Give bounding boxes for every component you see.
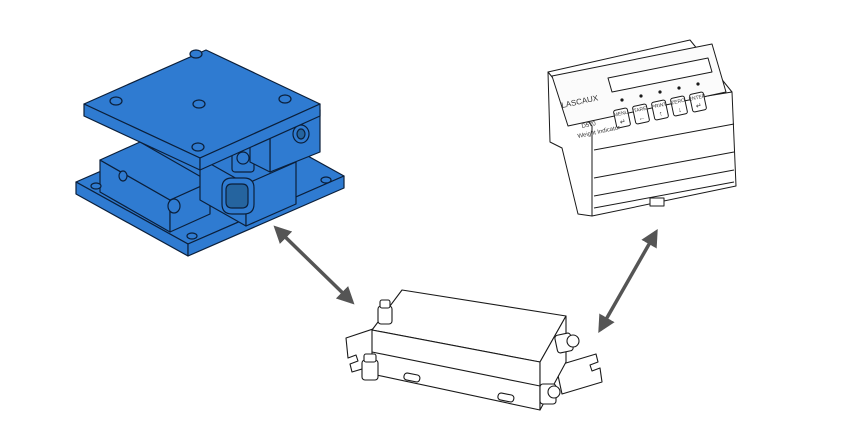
svg-text:←: ← xyxy=(638,114,646,122)
indicator-button-2: TARE ← xyxy=(632,103,650,125)
svg-text:↵: ↵ xyxy=(619,118,626,126)
cable-gland-1 xyxy=(377,299,393,325)
indicator-button-4: ZERO ↓ xyxy=(670,95,688,117)
cable-gland-4 xyxy=(539,383,561,405)
indicator-button-1: MENU ↵ xyxy=(613,107,631,129)
indicator-button-5: ENTER ↵ xyxy=(688,91,707,113)
svg-text:↑: ↑ xyxy=(658,111,663,119)
svg-text:ENTER: ENTER xyxy=(688,93,706,102)
indicator-button-3: PRINT ↑ xyxy=(651,99,669,121)
svg-text:↓: ↓ xyxy=(677,107,682,115)
arrow-loadcell-junction xyxy=(273,225,355,305)
cable-gland-2 xyxy=(361,353,379,381)
svg-text:↵: ↵ xyxy=(695,102,702,110)
load-cell-mount xyxy=(75,49,345,257)
weight-indicator xyxy=(547,39,737,217)
arrow-junction-indicator xyxy=(598,228,658,334)
svg-text:PRINT: PRINT xyxy=(651,102,667,111)
right-flange xyxy=(555,353,603,395)
cable-gland-3 xyxy=(554,332,580,354)
svg-text:MENU: MENU xyxy=(613,110,629,119)
junction-box xyxy=(345,289,603,411)
svg-text:ZERO: ZERO xyxy=(671,98,686,107)
indicator-keypad: MENU ↵ TARE ← PRINT ↑ ZERO ↓ ENTER ↵ xyxy=(613,91,707,129)
svg-text:TARE: TARE xyxy=(633,106,648,115)
indicator-model: D570 xyxy=(581,121,597,130)
